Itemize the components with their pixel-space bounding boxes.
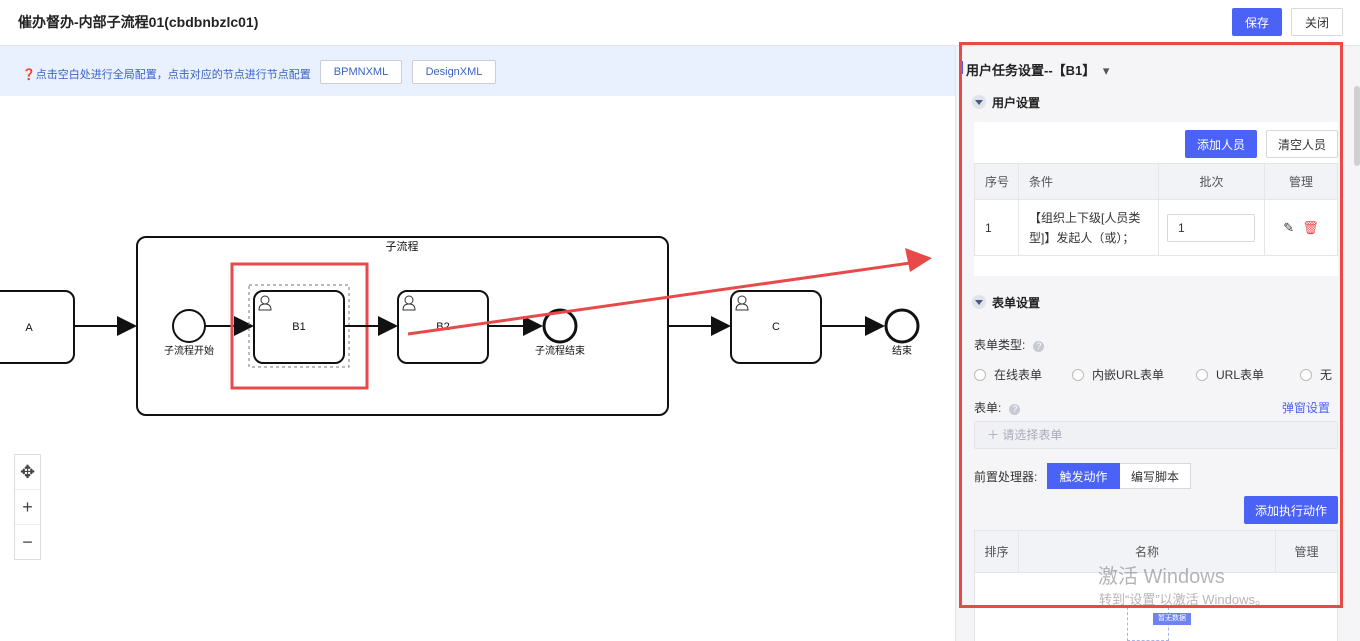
collapse-icon[interactable] [972, 295, 986, 309]
row-no: 1 [974, 199, 1019, 256]
form-type-label: 表单类型:? [974, 336, 1045, 353]
end-event-label: 结束 [892, 344, 912, 357]
bpmnxml-button[interactable]: BPMNXML [320, 60, 402, 84]
radio-online-form[interactable]: 在线表单 [974, 366, 1042, 383]
task-c-label: C [772, 321, 780, 333]
fit-view-icon[interactable]: ✥ [15, 455, 40, 490]
row-condition: 【组织上下级[人员类型]】发起人（或）； [1018, 199, 1159, 256]
help-icon[interactable]: ? [1009, 404, 1021, 415]
designxml-button[interactable]: DesignXML [412, 60, 496, 84]
annotation-arrow [407, 248, 932, 336]
top-bar: 催办督办-内部子流程01(cbdbnbzlc01) 保存 关闭 [0, 0, 1360, 46]
col-header: 条件 [1018, 163, 1159, 200]
panel-title-text: 用户任务设置--【B1】 [966, 63, 1096, 78]
add-user-button[interactable]: 添加人员 [1185, 130, 1257, 158]
hint-bar: ❓点击空白处进行全局配置，点击对应的节点进行节点配置 BPMNXML Desig… [0, 46, 955, 96]
col-header: 批次 [1158, 163, 1265, 200]
user-icon [735, 295, 749, 311]
process-diagram: A 子流程 子流程开始 B1 [0, 236, 932, 416]
col-header: 管理 [1264, 163, 1338, 200]
subprocess-end-event[interactable]: 子流程结束 [535, 308, 585, 357]
task-b1[interactable]: B1 [248, 284, 350, 368]
form-type-label-text: 表单类型: [974, 338, 1026, 352]
user-settings-title: 用户设置 [992, 96, 1041, 110]
subprocess-start-label: 子流程开始 [164, 344, 214, 357]
table-row: 1 【组织上下级[人员类型]】发起人（或）； ✎ 🗑 [974, 199, 1338, 256]
user-table: 序号 条件 批次 管理 1 【组织上下级[人员类型]】发起人（或）； ✎ 🗑 [974, 163, 1338, 256]
windows-watermark-subtitle: 转到“设置”以激活 Windows。 [1099, 592, 1269, 607]
trigger-action-tab[interactable]: 触发动作 [1047, 463, 1120, 489]
task-a[interactable]: A [0, 290, 75, 364]
col-header: 排序 [974, 530, 1019, 573]
end-event[interactable]: 结束 [884, 308, 920, 357]
write-script-tab[interactable]: 编写脚本 [1120, 463, 1191, 489]
form-settings-title: 表单设置 [992, 296, 1041, 310]
form-settings-header[interactable]: 表单设置 [972, 294, 1040, 311]
popup-setting-link[interactable]: 弹窗设置 [1282, 401, 1331, 415]
close-button[interactable]: 关闭 [1291, 8, 1343, 36]
panel-title[interactable]: 用户任务设置--【B1】 ▾ [959, 60, 1110, 79]
add-action-button[interactable]: 添加执行动作 [1244, 496, 1338, 524]
panel-scrollbar[interactable] [1354, 86, 1360, 166]
user-icon [258, 295, 272, 311]
subprocess-title: 子流程 [386, 239, 419, 253]
radio-none[interactable]: 无 [1300, 366, 1332, 383]
radio-embedded-url-form[interactable]: 内嵌URL表单 [1072, 366, 1164, 383]
caret-down-icon[interactable]: ▾ [1102, 63, 1110, 78]
empty-tag: 暂无数据 [1153, 613, 1191, 625]
delete-icon[interactable]: 🗑 [1302, 219, 1319, 235]
hint-text: ❓点击空白处进行全局配置，点击对应的节点进行节点配置 [22, 69, 311, 81]
properties-panel: 用户任务设置--【B1】 ▾ 用户设置 添加人员 清空人员 序号 条件 批次 管… [955, 46, 1360, 641]
subprocess-end-label: 子流程结束 [535, 344, 585, 357]
task-b2[interactable]: B2 [397, 290, 489, 364]
save-button[interactable]: 保存 [1232, 8, 1282, 36]
col-header: 序号 [974, 163, 1019, 200]
batch-input[interactable] [1167, 213, 1255, 242]
preprocessor-label: 前置处理器: [974, 470, 1038, 484]
task-a-label: A [25, 322, 33, 334]
collapse-icon[interactable] [972, 95, 986, 109]
form-label: 表单:? [974, 399, 1021, 416]
bpmn-canvas[interactable]: ❓点击空白处进行全局配置，点击对应的节点进行节点配置 BPMNXML Desig… [0, 46, 955, 641]
form-select[interactable]: ＋ 请选择表单 [974, 421, 1338, 449]
form-label-text: 表单: [974, 401, 1002, 415]
zoom-controls: ✥ + − [14, 454, 41, 560]
zoom-out-icon[interactable]: − [22, 532, 33, 552]
clear-user-button[interactable]: 清空人员 [1266, 130, 1338, 158]
user-icon [402, 295, 416, 311]
task-c[interactable]: C [730, 290, 822, 364]
help-icon[interactable]: ? [1033, 341, 1045, 352]
edit-icon[interactable]: ✎ [1283, 219, 1295, 235]
col-header: 管理 [1275, 530, 1338, 573]
radio-url-form[interactable]: URL表单 [1196, 366, 1264, 383]
user-settings-header[interactable]: 用户设置 [972, 94, 1040, 111]
task-b1-label: B1 [292, 321, 305, 333]
windows-watermark-title: 激活 Windows [1098, 566, 1225, 588]
zoom-in-icon[interactable]: + [15, 490, 40, 525]
col-header: 名称 [1018, 530, 1276, 573]
page-title: 催办督办-内部子流程01(cbdbnbzlc01) [18, 14, 259, 30]
